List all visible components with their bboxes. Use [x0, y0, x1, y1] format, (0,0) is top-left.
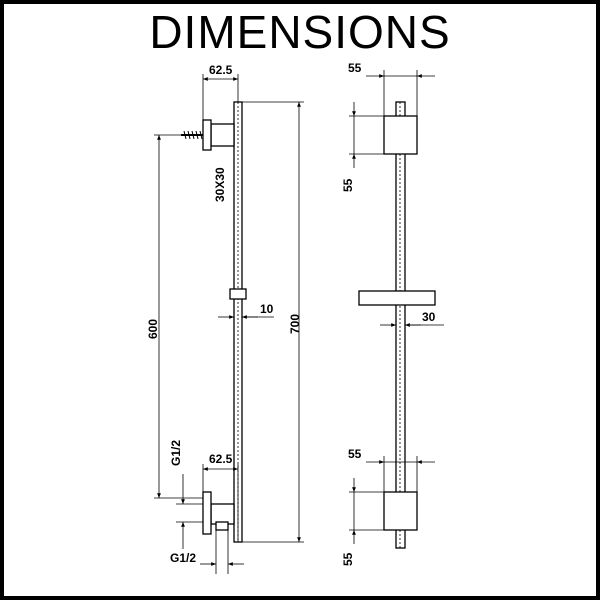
page-title: DIMENSIONS [149, 6, 451, 58]
dim-bracket-offset-top: 62.5 [209, 63, 233, 77]
dim-centre-distance: 600 [146, 319, 160, 339]
front-bottom-wall-plate [202, 491, 212, 535]
dim-inlet-thread-horizontal: G1/2 [170, 551, 196, 565]
side-top-bracket [383, 115, 418, 155]
dim-rail-diameter: 10 [260, 302, 274, 316]
front-top-wall-plate [202, 119, 212, 151]
side-rail [395, 101, 406, 549]
front-water-outlet [215, 521, 229, 531]
dim-side-height-bottom: 55 [341, 552, 355, 566]
technical-drawing: 62.5 30X30 600 10 700 G1/2 [146, 61, 444, 574]
dim-side-width-top: 55 [348, 61, 362, 75]
dim-side-height-top: 55 [341, 178, 355, 192]
side-view: 55 55 30 55 55 [341, 61, 444, 566]
drawing-frame: DIMENSIONS [4, 4, 596, 596]
front-view: 62.5 30X30 600 10 700 G1/2 [146, 63, 304, 574]
dim-inlet-thread-vertical: G1/2 [169, 440, 183, 466]
front-bottom-bracket [210, 503, 235, 525]
front-top-bracket [210, 123, 235, 147]
dim-side-width-bottom: 55 [348, 447, 362, 461]
dim-bracket-offset-bottom: 62.5 [209, 452, 233, 466]
dim-total-length: 700 [288, 314, 302, 334]
side-slider [358, 290, 436, 306]
side-bottom-bracket [383, 491, 418, 531]
dim-side-slider: 30 [422, 310, 436, 324]
front-slider [229, 288, 247, 300]
dim-bracket-size: 30X30 [213, 167, 227, 202]
